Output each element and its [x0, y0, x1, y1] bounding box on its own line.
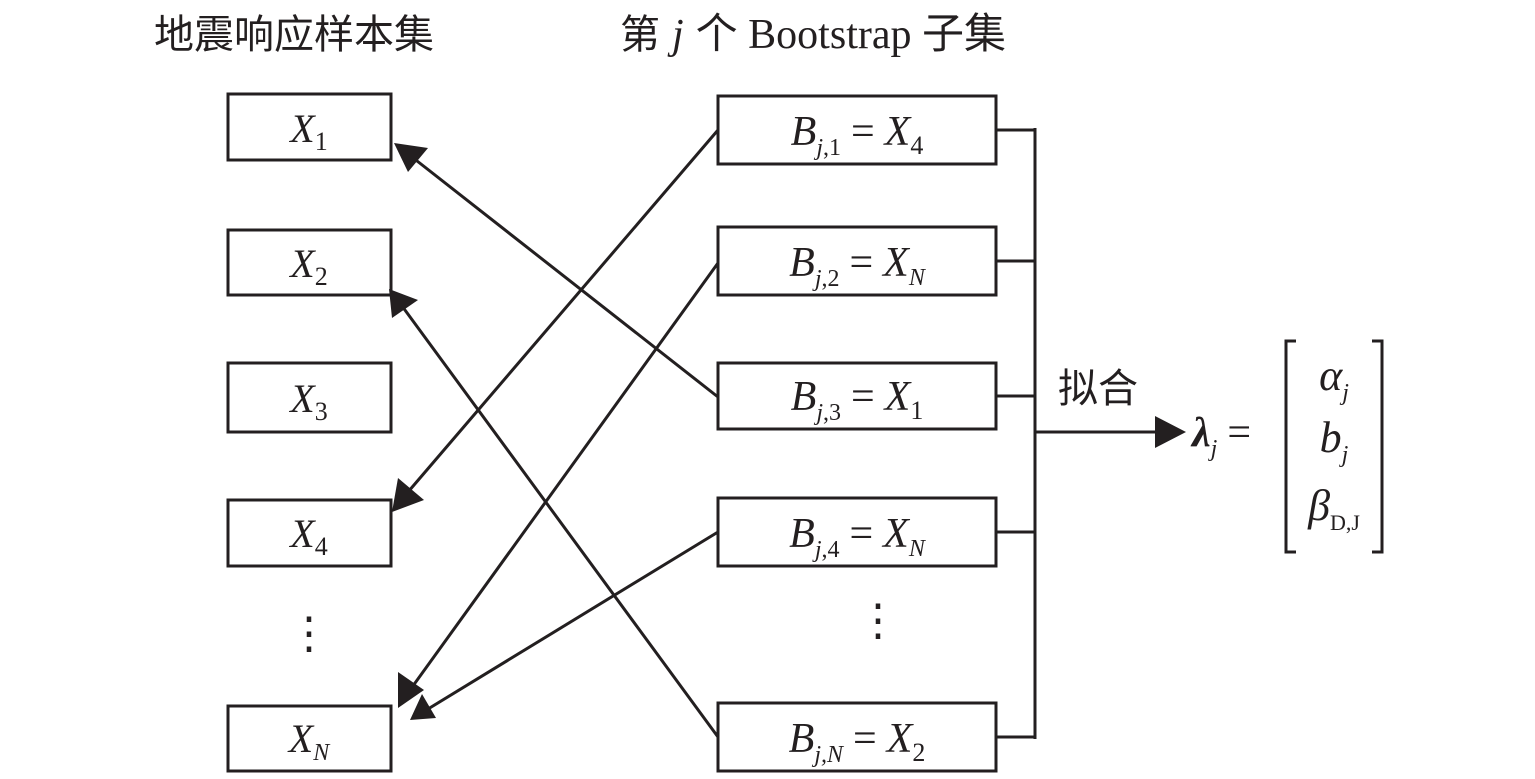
right-bracket: [1372, 339, 1384, 554]
sample-ellipsis: ⋮: [287, 609, 331, 658]
svg-text:λj=: λj=: [1190, 410, 1251, 462]
arrow-b4-to-xn: [410, 530, 719, 720]
fit-arrow: [1035, 416, 1186, 448]
sample-box-x4: X4: [226, 498, 393, 568]
arrow-bn-to-x2: [389, 289, 720, 738]
svg-text:Bj,3=X1: Bj,3=X1: [791, 374, 924, 426]
vector-b: bj: [1320, 413, 1349, 468]
svg-text:Bj,2=XN: Bj,2=XN: [789, 240, 927, 292]
result-equation: λj= αj bj βD,J: [1190, 339, 1384, 554]
sample-box-x2: X2: [226, 228, 393, 297]
svg-text:X1: X1: [288, 106, 327, 156]
svg-text:X3: X3: [288, 376, 327, 426]
fit-label: 拟合: [1058, 366, 1138, 412]
bootstrap-subset-title: 第 j 个 Bootstrap 子集: [620, 12, 1006, 58]
sample-box-x3: X3: [226, 361, 393, 434]
sample-box-x1: X1: [226, 92, 393, 162]
svg-text:Bj,4=XN: Bj,4=XN: [789, 511, 927, 563]
svg-text:X2: X2: [288, 241, 327, 291]
bootstrap-ellipsis: ⋮: [856, 596, 900, 645]
bootstrap-box-3: Bj,3=X1: [716, 361, 998, 431]
svg-text:X4: X4: [288, 511, 327, 561]
svg-text:XN: XN: [287, 716, 331, 766]
vector-beta: βD,J: [1307, 481, 1360, 535]
resample-arrows: [389, 129, 720, 738]
svg-text:Bj,N=X2: Bj,N=X2: [789, 716, 926, 768]
sample-set-title: 地震响应样本集: [154, 12, 434, 58]
bootstrap-box-2: Bj,2=XN: [716, 225, 998, 297]
vector-alpha: αj: [1319, 351, 1349, 406]
bootstrap-box-1: Bj,1=X4: [716, 94, 998, 166]
bootstrap-box-n: Bj,N=X2: [716, 701, 998, 773]
sample-box-xn: XN: [226, 704, 393, 773]
arrow-b2-to-xn: [398, 262, 720, 708]
collector-bus: [996, 128, 1037, 739]
svg-text:Bj,1=X4: Bj,1=X4: [791, 109, 924, 161]
bootstrap-box-4: Bj,4=XN: [716, 496, 998, 568]
left-bracket: [1284, 339, 1296, 554]
arrow-b1-to-x4: [392, 129, 720, 512]
arrow-b3-to-x1: [394, 143, 719, 399]
